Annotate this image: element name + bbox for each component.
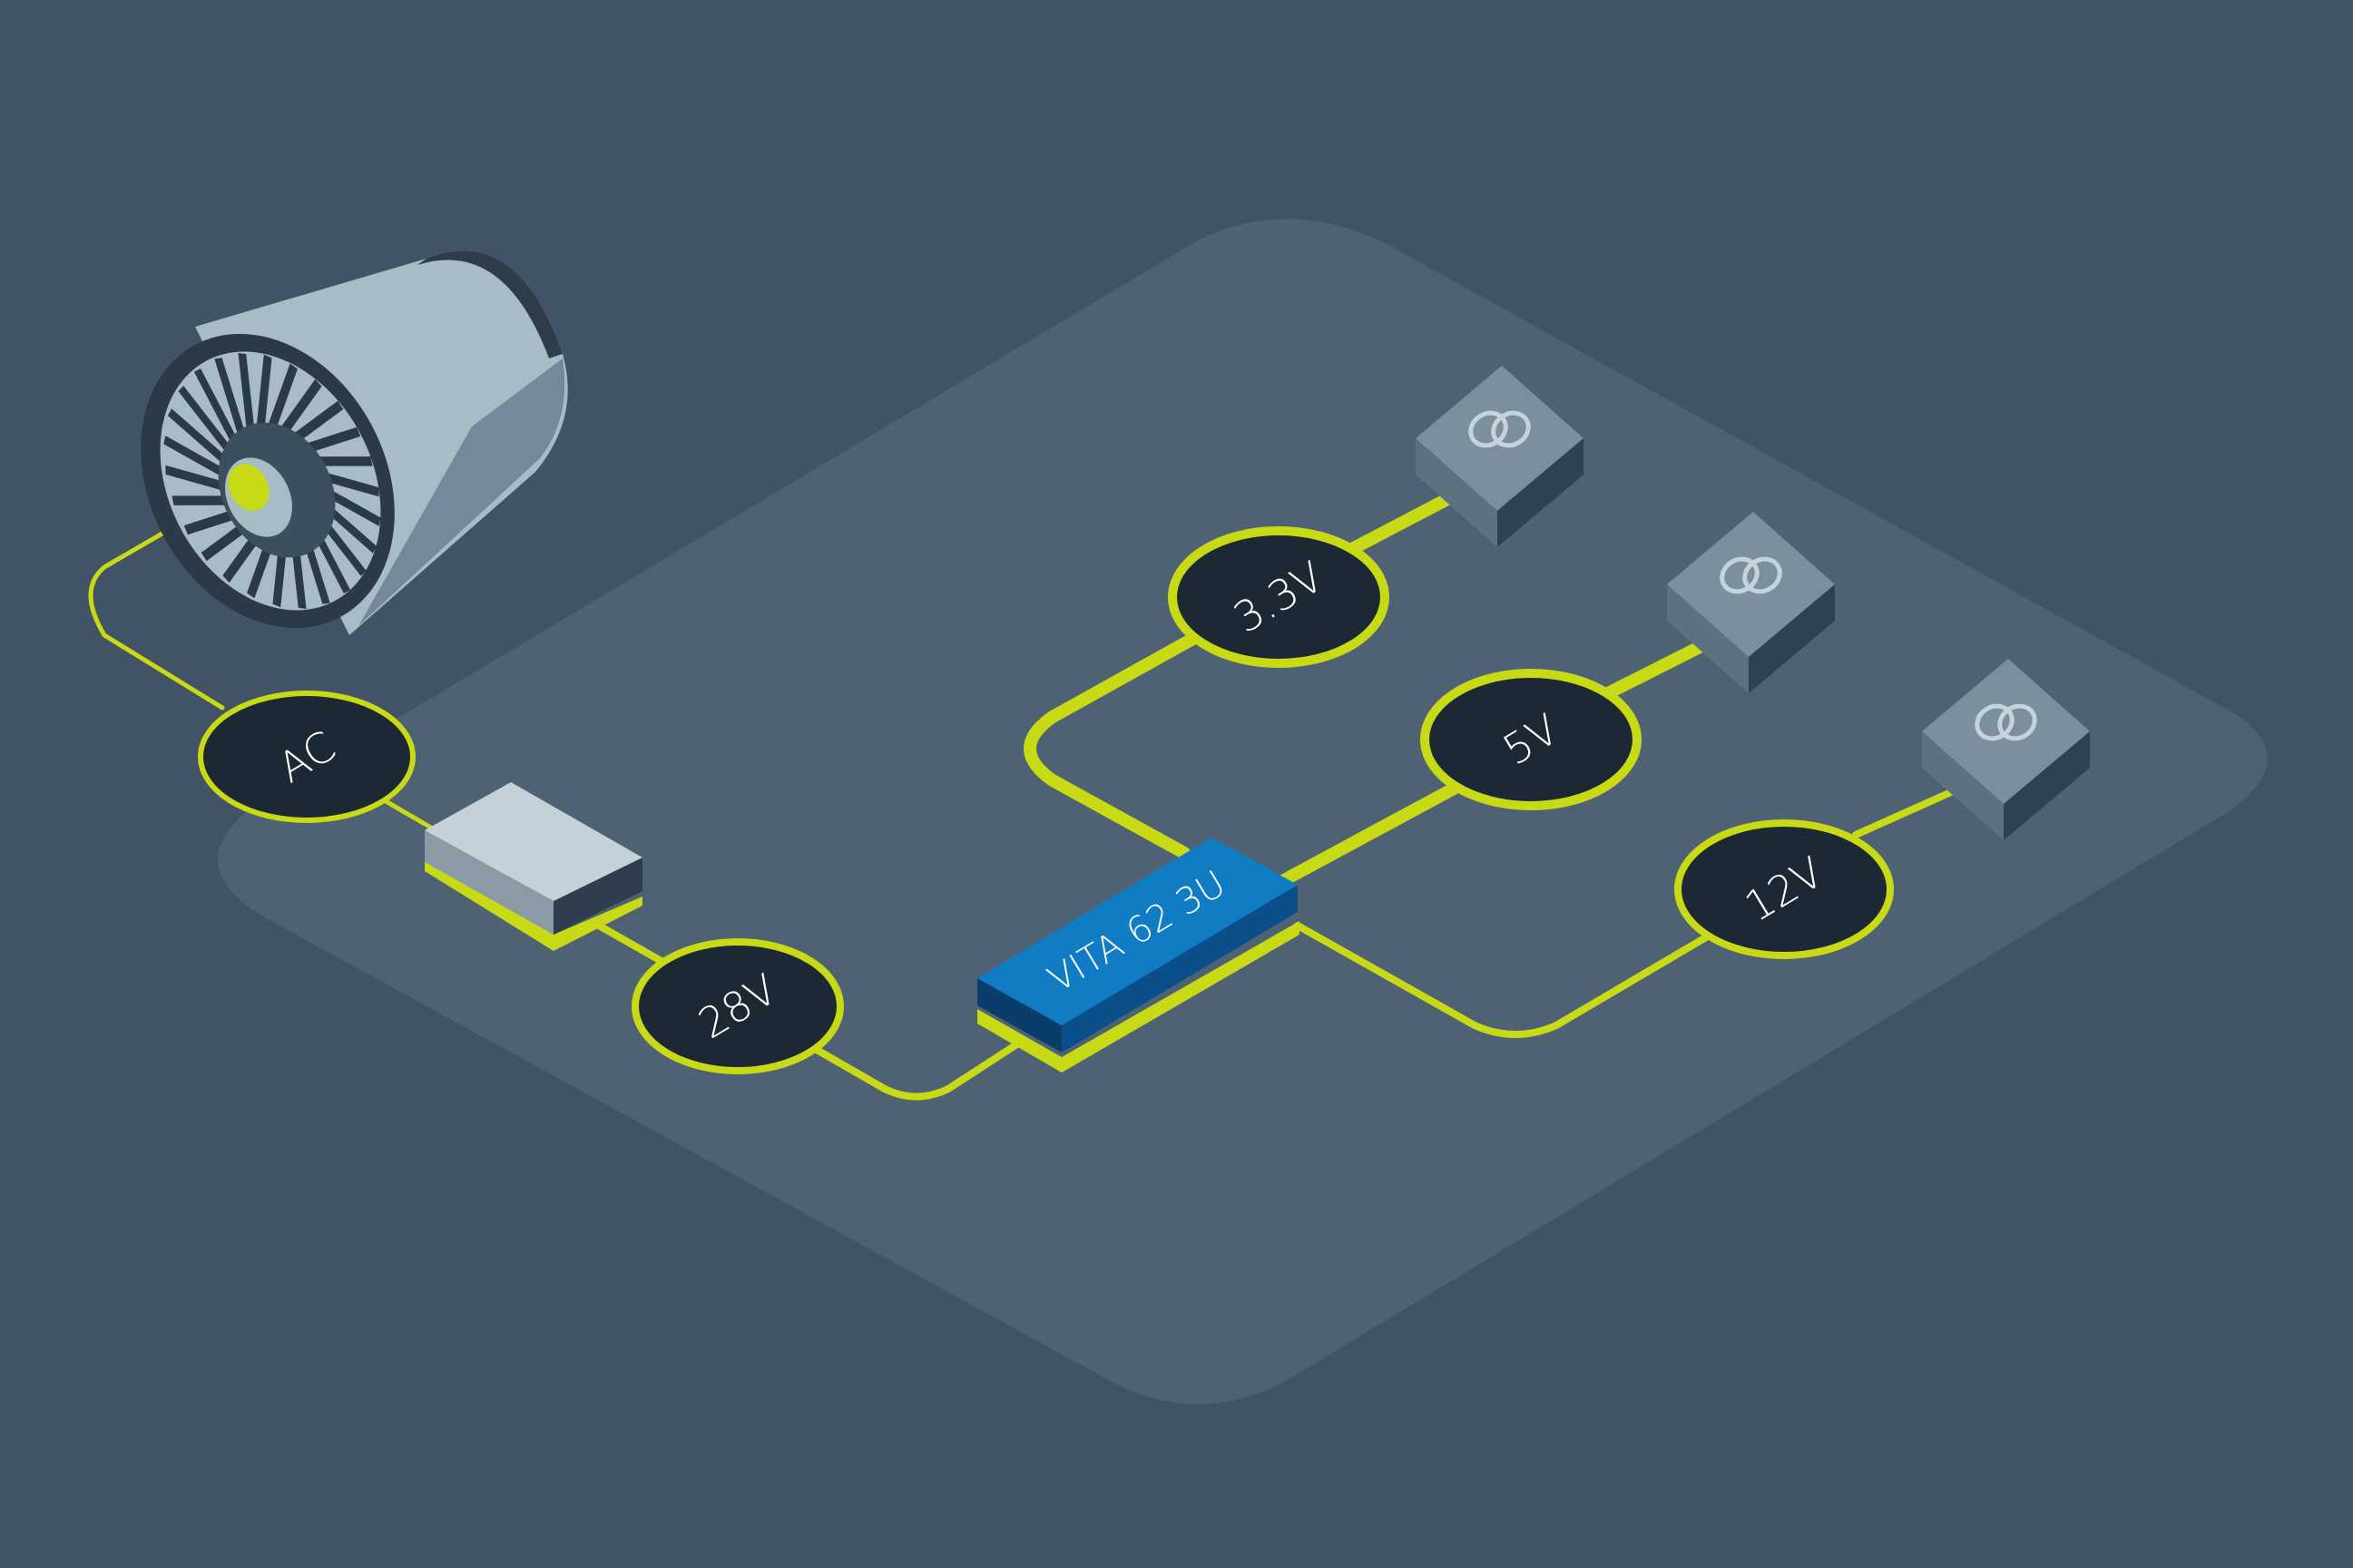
wire-engine-to-ac	[88, 483, 248, 710]
node-5v: 5V	[1420, 669, 1642, 810]
wire-28v-to-module	[802, 1038, 1025, 1101]
load-12v	[1922, 659, 2090, 840]
fan-blade	[193, 368, 239, 444]
fan-blade	[238, 353, 255, 430]
fan-blade	[256, 354, 272, 429]
wire-ac-to-converter	[378, 796, 438, 833]
converter-box-icon	[425, 782, 642, 951]
fan-blade	[167, 408, 230, 466]
node-ac: AC	[198, 691, 416, 823]
wire-12v-to-load	[1852, 789, 1955, 838]
fan-blade	[267, 363, 298, 432]
jet-engine-icon	[141, 250, 568, 635]
load-5v	[1667, 512, 1835, 693]
transformer-symbol-icon	[1468, 410, 1531, 448]
vita-module-top	[977, 838, 1298, 1025]
fan-blade	[279, 378, 322, 437]
wire-3v3-to-load	[1346, 493, 1454, 555]
fan-blade	[289, 400, 344, 446]
wire-module-to-12v	[1294, 922, 1714, 1038]
node-3v3: 3.3V	[1168, 526, 1389, 668]
wiring	[88, 483, 1955, 1101]
vita-module: VITA 62 3U	[977, 838, 1299, 1073]
wire-module-to-5v	[1278, 776, 1472, 887]
transformer-symbol-icon	[1975, 703, 2037, 741]
fan-blade	[214, 358, 246, 435]
fan-blade	[163, 436, 229, 480]
fan-blade	[178, 386, 232, 455]
transformer-symbol-icon	[1720, 556, 1782, 594]
wire-module-to-3v3	[1024, 631, 1202, 859]
wire-5v-to-load	[1600, 640, 1708, 701]
node-28v: 28V	[632, 938, 844, 1074]
load-3v3	[1416, 366, 1583, 547]
node-12v: 12V	[1674, 819, 1894, 959]
